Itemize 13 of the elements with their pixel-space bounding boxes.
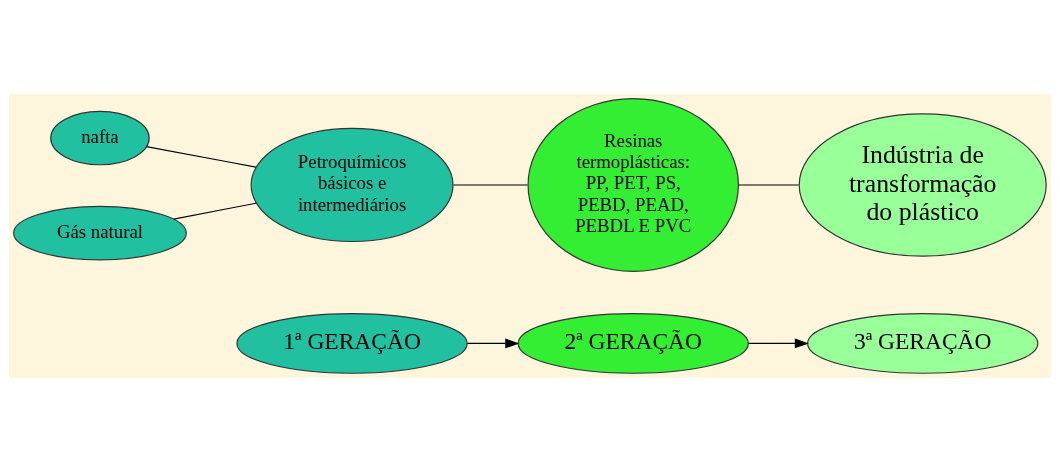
node-ellipse: 2ª GERAÇÃO [517,312,749,374]
connector [173,202,257,220]
arrow [748,338,809,348]
connector [738,183,800,186]
node-ellipse: Resinas termoplásticas: PP, PET, PS, PEBD, PEAD, PEBDL E PVC [527,97,739,272]
connector [145,145,257,168]
node-ellipse: 3ª GERAÇÃO [807,312,1039,374]
arrow [466,338,520,348]
node-ellipse: Petroquímicos básicos e intermediários [250,127,454,242]
node-ellipse: nafta [50,110,150,165]
node-ellipse: Gás natural [13,205,187,260]
node-ellipse: Indústria de transformação do plástico [798,112,1047,257]
node-ellipse: 1ª GERAÇÃO [236,312,468,374]
